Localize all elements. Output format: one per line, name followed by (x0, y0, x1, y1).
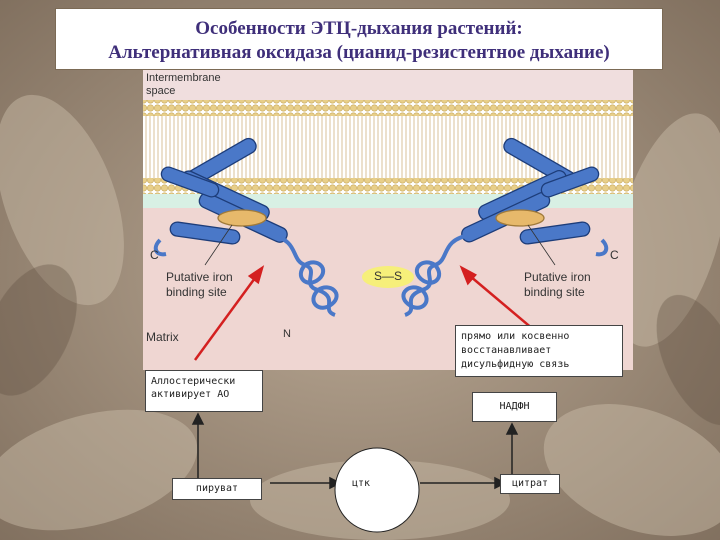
disulfide-reduction-box: прямо или косвенно восстанавливает дисул… (455, 325, 623, 377)
tca-label: цтк (352, 478, 371, 489)
iron-site-right: Putative iron binding site (524, 270, 591, 299)
allosteric-activation-box: Аллостерически активирует АО (145, 370, 263, 412)
n-terminus: N (283, 328, 291, 340)
intermembrane-label: Intermembrane space (146, 72, 221, 97)
iron-site-left: Putative iron binding site (166, 270, 233, 299)
nadph-box: НАДФН (472, 392, 557, 422)
disulfide-highlight (362, 266, 414, 288)
left-oxidase-protein (153, 137, 339, 317)
matrix-label: Matrix (146, 330, 179, 344)
pyruvate-box: пируват (172, 478, 262, 500)
c-terminus-right: C (610, 248, 619, 262)
title-line-1: Особенности ЭТЦ-дыхания растений: (195, 18, 523, 39)
right-oxidase-protein (401, 137, 609, 317)
tca-cycle-circle (334, 447, 420, 533)
citrate-box: цитрат (500, 474, 560, 494)
title-line-2: Альтернативная оксидаза (цианид-резистен… (108, 42, 610, 63)
slide-title: Особенности ЭТЦ-дыхания растений: Альтер… (55, 8, 663, 70)
c-terminus-left: C (150, 248, 159, 262)
disulfide-bond-label: S—S (374, 269, 403, 283)
